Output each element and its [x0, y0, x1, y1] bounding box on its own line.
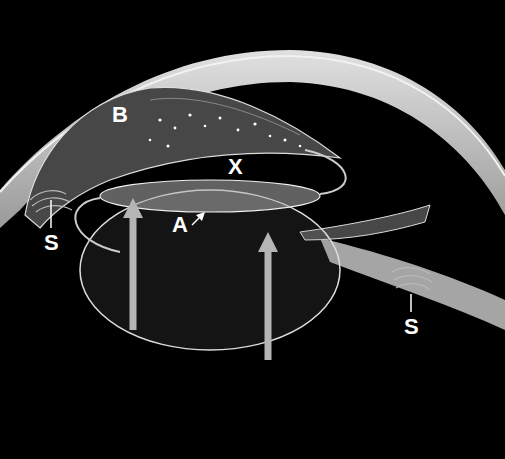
force-arrow	[258, 232, 278, 360]
part-label: X	[228, 156, 243, 178]
part-label: B	[112, 104, 128, 126]
leader-line	[410, 294, 412, 312]
part-label: S	[404, 316, 419, 338]
iris	[25, 87, 340, 228]
leader-line	[50, 200, 52, 228]
cornea-band	[0, 50, 505, 228]
iris-texture	[149, 113, 302, 147]
lens-haptic	[305, 150, 346, 194]
lens-capsule	[80, 190, 340, 350]
force-arrow	[123, 198, 143, 330]
lens-haptic	[75, 198, 120, 252]
iris-fold	[150, 98, 300, 135]
part-label: S	[44, 232, 59, 254]
part-label: A	[172, 214, 188, 236]
pointer-arrow	[192, 212, 205, 225]
